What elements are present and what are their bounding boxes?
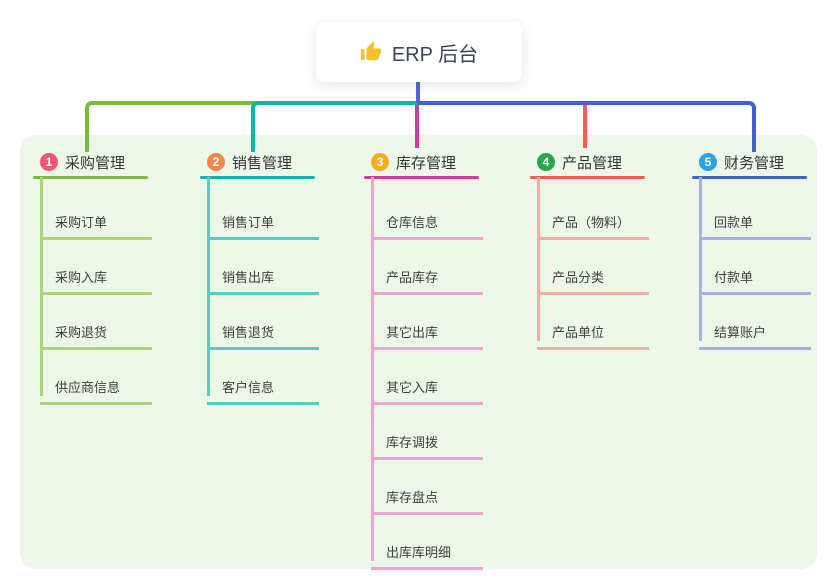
child-node[interactable]: 出库库明细 xyxy=(371,533,483,570)
child-node[interactable]: 回款单 xyxy=(699,203,811,240)
children-connector xyxy=(40,177,43,396)
child-label: 付款单 xyxy=(714,270,754,285)
branch-number-badge: 3 xyxy=(371,153,389,171)
branch-purchase: 1 采购管理 采购订单 采购入库 采购退货 供应商信息 xyxy=(33,148,198,405)
branch-node[interactable]: 1 采购管理 xyxy=(33,148,198,176)
child-label: 客户信息 xyxy=(222,380,275,395)
child-node[interactable]: 客户信息 xyxy=(207,368,319,405)
child-label: 销售出库 xyxy=(222,270,275,285)
branch-number-badge: 4 xyxy=(537,153,555,171)
child-label: 采购入库 xyxy=(55,270,108,285)
child-node[interactable]: 采购退货 xyxy=(40,313,152,350)
branch-underline xyxy=(33,176,148,179)
children-connector xyxy=(699,177,702,341)
branch-underline xyxy=(364,176,479,179)
branch-node[interactable]: 5 财务管理 xyxy=(692,148,839,176)
child-node[interactable]: 付款单 xyxy=(699,258,811,295)
branches-background-panel xyxy=(20,135,817,569)
children-connector xyxy=(371,177,374,561)
branch-number-badge: 5 xyxy=(699,153,717,171)
child-node[interactable]: 销售出库 xyxy=(207,258,319,295)
child-label: 结算账户 xyxy=(714,325,767,340)
child-node[interactable]: 采购订单 xyxy=(40,203,152,240)
child-node[interactable]: 产品库存 xyxy=(371,258,483,295)
connector-finance xyxy=(418,101,756,152)
child-label: 销售订单 xyxy=(222,215,275,230)
child-label: 产品分类 xyxy=(552,270,605,285)
child-node[interactable]: 仓库信息 xyxy=(371,203,483,240)
child-label: 库存盘点 xyxy=(386,490,439,505)
branch-finance: 5 财务管理 回款单 付款单 结算账户 xyxy=(692,148,839,350)
child-label: 销售退货 xyxy=(222,325,275,340)
child-node[interactable]: 产品分类 xyxy=(537,258,649,295)
child-node[interactable]: 产品（物料） xyxy=(537,203,649,240)
branch-label: 库存管理 xyxy=(396,154,457,172)
child-label: 供应商信息 xyxy=(55,380,121,395)
branch-label: 产品管理 xyxy=(562,154,623,172)
branch-node[interactable]: 2 销售管理 xyxy=(200,148,365,176)
branch-product: 4 产品管理 产品（物料） 产品分类 产品单位 xyxy=(530,148,695,350)
child-label: 采购退货 xyxy=(55,325,108,340)
branch-sales: 2 销售管理 销售订单 销售出库 销售退货 客户信息 xyxy=(200,148,365,405)
connector-inventory-drop xyxy=(415,104,419,148)
branch-label: 采购管理 xyxy=(65,154,126,172)
child-label: 回款单 xyxy=(714,215,754,230)
branch-underline xyxy=(530,176,645,179)
root-node[interactable]: ERP 后台 xyxy=(316,22,522,82)
child-label: 仓库信息 xyxy=(386,215,439,230)
child-node[interactable]: 销售订单 xyxy=(207,203,319,240)
child-label: 产品单位 xyxy=(552,325,605,340)
branch-node[interactable]: 4 产品管理 xyxy=(530,148,695,176)
branch-number-badge: 2 xyxy=(207,153,225,171)
branch-underline xyxy=(200,176,315,179)
thumbs-up-icon xyxy=(360,41,382,63)
branch-label: 财务管理 xyxy=(724,154,785,172)
child-node[interactable]: 其它出库 xyxy=(371,313,483,350)
branch-inventory: 3 库存管理 仓库信息 产品库存 其它出库 其它入库 库存调拨 库存盘点 出库库… xyxy=(364,148,529,570)
child-label: 产品库存 xyxy=(386,270,439,285)
root-title: ERP 后台 xyxy=(391,43,479,66)
child-label: 库存调拨 xyxy=(386,435,439,450)
connector-purchase xyxy=(85,101,255,152)
children-connector xyxy=(537,177,540,341)
branch-number-badge: 1 xyxy=(40,153,58,171)
child-label: 其它出库 xyxy=(386,325,439,340)
children-connector xyxy=(207,177,210,396)
child-label: 产品（物料） xyxy=(552,215,631,230)
connector-product-drop xyxy=(583,104,587,148)
child-node[interactable]: 销售退货 xyxy=(207,313,319,350)
child-node[interactable]: 库存调拨 xyxy=(371,423,483,460)
child-node[interactable]: 其它入库 xyxy=(371,368,483,405)
child-node[interactable]: 产品单位 xyxy=(537,313,649,350)
branch-label: 销售管理 xyxy=(232,154,293,172)
child-node[interactable]: 库存盘点 xyxy=(371,478,483,515)
child-label: 采购订单 xyxy=(55,215,108,230)
connector-sales xyxy=(251,101,422,152)
connector-root xyxy=(416,80,420,103)
child-label: 其它入库 xyxy=(386,380,439,395)
branch-node[interactable]: 3 库存管理 xyxy=(364,148,529,176)
child-node[interactable]: 供应商信息 xyxy=(40,368,152,405)
child-label: 出库库明细 xyxy=(386,545,452,560)
child-node[interactable]: 采购入库 xyxy=(40,258,152,295)
child-node[interactable]: 结算账户 xyxy=(699,313,811,350)
branch-underline xyxy=(692,176,807,179)
